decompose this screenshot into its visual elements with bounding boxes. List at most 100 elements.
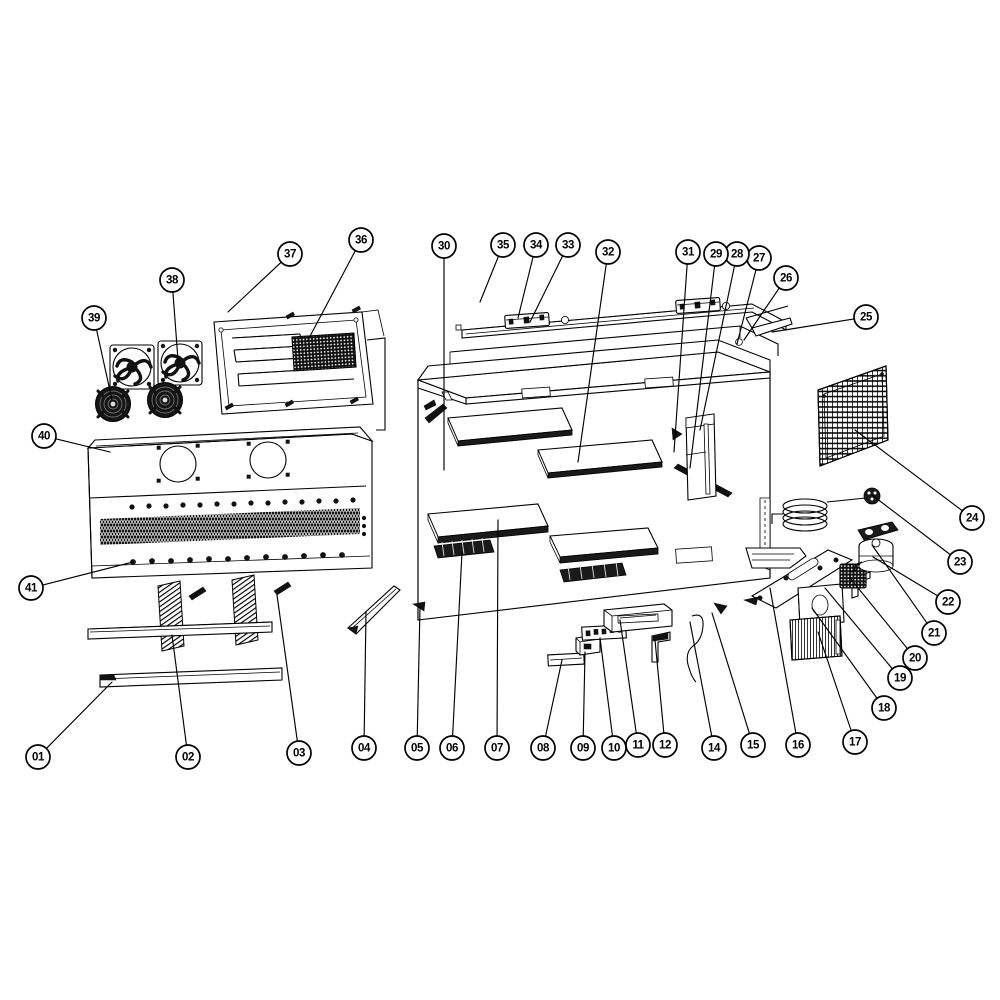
callout-circle bbox=[81, 305, 107, 331]
leader-line-24 bbox=[854, 429, 963, 512]
callout-30-left-top-edge-rail[interactable]: 30 bbox=[431, 233, 457, 259]
callout-21-compressor[interactable]: 21 bbox=[921, 620, 947, 646]
leader-line-03 bbox=[276, 594, 298, 742]
callout-38-axial-fan[interactable]: 38 bbox=[159, 267, 185, 293]
callout-06-left-shelf-support-grid[interactable]: 06 bbox=[439, 735, 465, 761]
leader-line-11 bbox=[619, 619, 637, 734]
callout-number: 25 bbox=[860, 312, 873, 324]
callout-12-hinge-bracket[interactable]: 12 bbox=[652, 732, 678, 758]
panel-vent-hole-row-upper bbox=[129, 497, 356, 510]
lower-shelf-right bbox=[549, 527, 659, 564]
leader-line-20 bbox=[849, 577, 909, 650]
callout-04-side-trim-strip[interactable]: 04 bbox=[351, 735, 377, 761]
top-hinge-plate-left bbox=[504, 312, 550, 329]
callout-number: 24 bbox=[966, 513, 979, 525]
callout-number: 06 bbox=[446, 743, 458, 755]
callout-20-filter-drier[interactable]: 20 bbox=[902, 645, 928, 671]
callout-26-rear-corner-screw[interactable]: 26 bbox=[773, 265, 799, 291]
callout-circle bbox=[25, 744, 51, 770]
callout-39-fan-guard[interactable]: 39 bbox=[81, 305, 107, 331]
callout-01-lower-front-rail[interactable]: 01 bbox=[25, 744, 51, 770]
callout-07-left-lower-shelf[interactable]: 07 bbox=[484, 735, 510, 761]
leader-line-07 bbox=[496, 519, 499, 737]
callout-circle bbox=[652, 732, 678, 758]
callout-number: 30 bbox=[438, 241, 450, 253]
callout-circle bbox=[555, 232, 581, 258]
callout-14-drain-tube[interactable]: 14 bbox=[701, 735, 727, 761]
condenser-coil bbox=[789, 615, 843, 661]
callout-18-condenser-fan-housing[interactable]: 18 bbox=[871, 695, 897, 721]
callout-22-compressor-mount-bracket[interactable]: 22 bbox=[935, 589, 961, 615]
callout-16-mounting-plate[interactable]: 16 bbox=[785, 732, 811, 758]
callout-40-front-service-panel[interactable]: 40 bbox=[31, 423, 57, 449]
callout-24-rear-louver-grille[interactable]: 24 bbox=[959, 505, 985, 531]
callout-11-control-module[interactable]: 11 bbox=[625, 732, 651, 758]
callout-circle bbox=[959, 505, 985, 531]
callout-25-top-rear-trim-rail[interactable]: 25 bbox=[853, 304, 879, 330]
callout-number: 34 bbox=[530, 240, 543, 252]
callout-15-corner-gusset-right[interactable]: 15 bbox=[740, 732, 766, 758]
callout-31-door-handle[interactable]: 31 bbox=[675, 239, 701, 265]
callout-circle bbox=[277, 241, 303, 267]
callout-08-name-plate-label[interactable]: 08 bbox=[530, 735, 556, 761]
leader-line-37 bbox=[227, 261, 282, 313]
callout-number: 07 bbox=[491, 743, 503, 755]
callout-number: 36 bbox=[355, 235, 367, 247]
leader-line-31 bbox=[673, 263, 688, 453]
callout-circle bbox=[595, 239, 621, 265]
callout-37-evaporator-coil-assembly[interactable]: 37 bbox=[277, 241, 303, 267]
callout-number: 19 bbox=[894, 673, 906, 685]
callout-10-terminal-strip[interactable]: 10 bbox=[601, 735, 627, 761]
drain-tube bbox=[686, 614, 704, 683]
callout-29-door-guide[interactable]: 29 bbox=[703, 241, 729, 267]
leader-line-18 bbox=[811, 607, 878, 699]
callout-17-condenser-coil[interactable]: 17 bbox=[842, 729, 868, 755]
callout-circle bbox=[947, 549, 973, 575]
callout-circle bbox=[490, 232, 516, 258]
callout-02-left-divider-bracket[interactable]: 02 bbox=[175, 744, 201, 770]
callout-number: 18 bbox=[878, 703, 891, 715]
fan-assembly-group bbox=[95, 340, 203, 422]
leader-line-29 bbox=[689, 265, 716, 469]
callout-circle bbox=[935, 589, 961, 615]
callout-number: 22 bbox=[942, 597, 954, 609]
callout-circle bbox=[484, 735, 510, 761]
callout-05-corner-gusset-left[interactable]: 05 bbox=[404, 735, 430, 761]
callout-09-small-junction-box[interactable]: 09 bbox=[570, 735, 596, 761]
leader-line-25 bbox=[771, 318, 855, 333]
name-plate-label bbox=[547, 652, 585, 667]
callout-35-top-front-rail[interactable]: 35 bbox=[490, 232, 516, 258]
mounting-plate-large bbox=[750, 549, 854, 609]
leader-line-15 bbox=[711, 612, 751, 735]
callout-03-right-divider-bracket[interactable]: 03 bbox=[286, 740, 312, 766]
callout-19-fan-shroud-clip[interactable]: 19 bbox=[887, 665, 913, 691]
leader-line-17 bbox=[817, 631, 852, 732]
callout-33-top-panel-screw-center[interactable]: 33 bbox=[555, 232, 581, 258]
top-hinge-plate-right bbox=[675, 297, 721, 314]
leader-line-33 bbox=[529, 255, 564, 323]
callout-circle bbox=[159, 267, 185, 293]
evaporator-assembly bbox=[213, 305, 386, 431]
callout-27-top-panel-screw-right[interactable]: 27 bbox=[746, 245, 772, 271]
callout-36-evaporator-fin-block[interactable]: 36 bbox=[348, 227, 374, 253]
callout-28-door-track-right[interactable]: 28 bbox=[724, 241, 750, 267]
leader-lines bbox=[42, 250, 963, 750]
callout-number: 10 bbox=[608, 743, 620, 755]
compressor-mount-bracket bbox=[857, 521, 899, 541]
axial-fan-right bbox=[157, 340, 203, 386]
callout-circle bbox=[785, 732, 811, 758]
power-cord-assembly bbox=[771, 487, 881, 532]
leader-line-05 bbox=[416, 606, 421, 737]
callout-34-top-hinge-plate[interactable]: 34 bbox=[523, 232, 549, 258]
middle-rail bbox=[87, 621, 273, 640]
callout-number: 01 bbox=[32, 752, 45, 764]
leader-line-23 bbox=[871, 494, 952, 556]
main-cabinet bbox=[412, 297, 793, 621]
callout-circle bbox=[902, 645, 928, 671]
callout-32-upper-shelf-right[interactable]: 32 bbox=[595, 239, 621, 265]
callout-41-panel-mounting-hole-row[interactable]: 41 bbox=[18, 575, 44, 601]
callout-23-power-cord-plug[interactable]: 23 bbox=[947, 549, 973, 575]
